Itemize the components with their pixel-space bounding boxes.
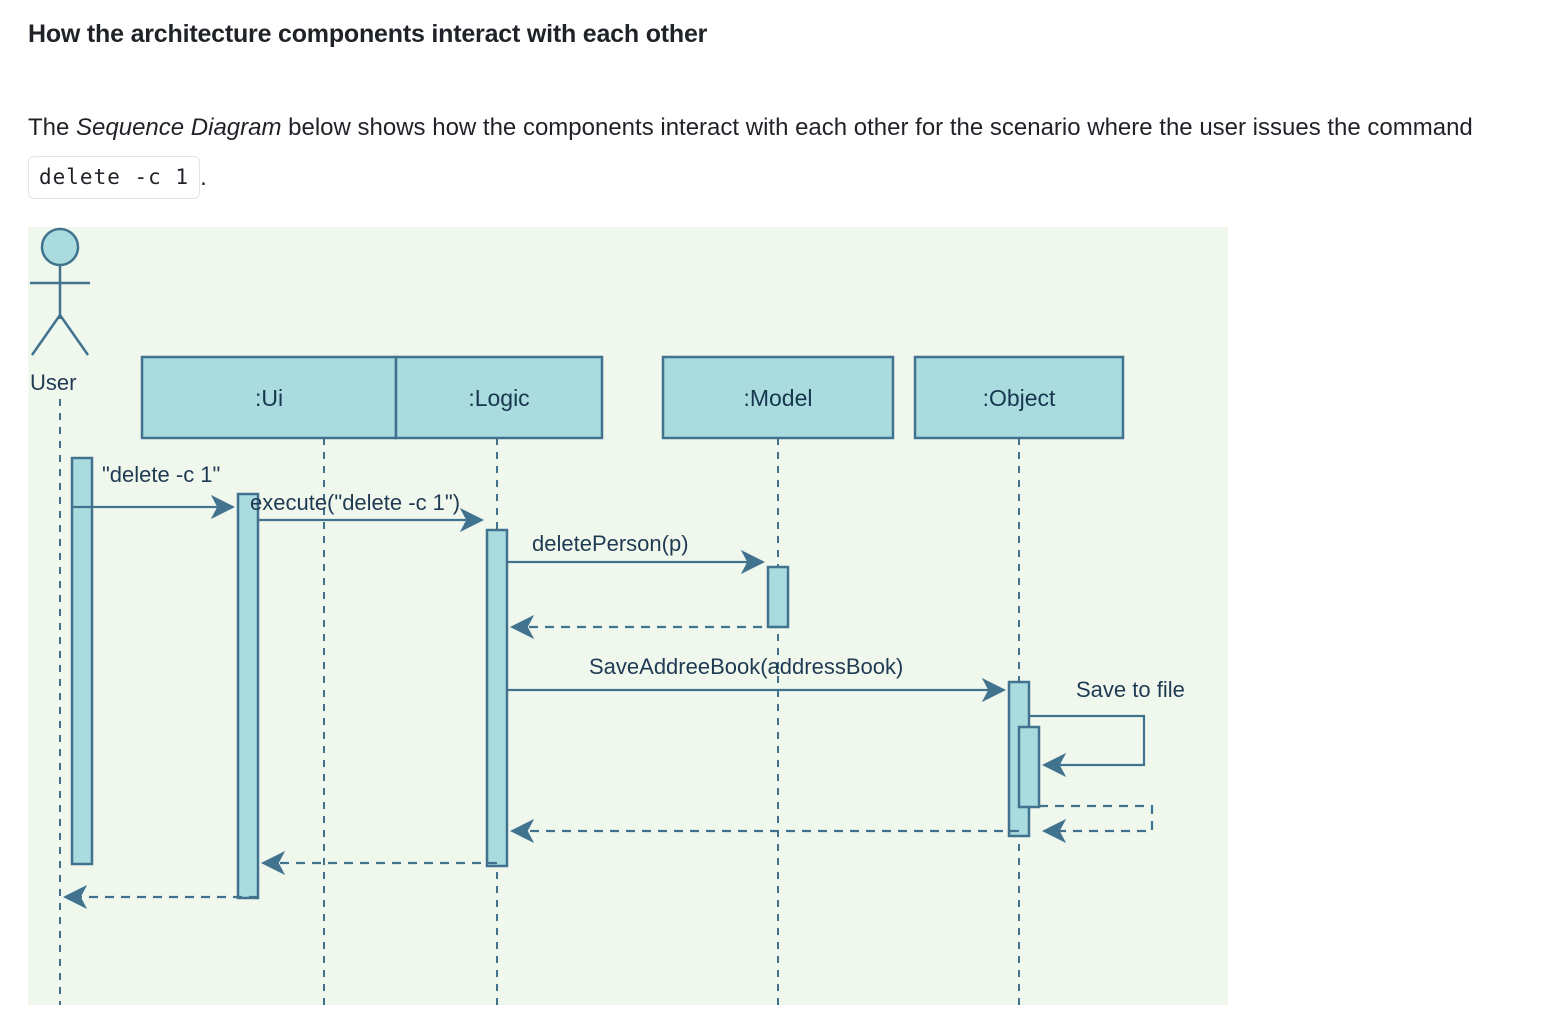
participant-label-ui: :Ui bbox=[255, 385, 283, 411]
participant-box-logic[interactable] bbox=[394, 355, 604, 440]
participant-label-object: :Object bbox=[983, 385, 1056, 411]
actor-left-leg-icon bbox=[30, 314, 62, 356]
message-label-object-self-save-to-file: Save to file bbox=[1076, 677, 1185, 702]
intro-text-part2: below shows how the components interact … bbox=[281, 114, 1473, 141]
activation-bar-user bbox=[70, 456, 94, 866]
participant-box-model[interactable] bbox=[661, 355, 895, 440]
actor-right-leg-icon bbox=[58, 314, 90, 356]
actor-head-icon bbox=[40, 227, 80, 267]
intro-emphasis: Sequence Diagram bbox=[76, 114, 282, 141]
activation-bar-logic bbox=[485, 528, 509, 868]
participant-box-ui[interactable] bbox=[140, 355, 398, 440]
activation-bar-ui bbox=[236, 492, 260, 900]
participant-model[interactable]: :Model bbox=[661, 355, 895, 1005]
message-object-self-save-to-file: Save to file bbox=[1029, 677, 1185, 778]
intro-paragraph: The Sequence Diagram below shows how the… bbox=[28, 103, 1538, 203]
message-object-self-return bbox=[1039, 804, 1154, 844]
inline-code-command: delete -c 1 bbox=[28, 156, 201, 199]
participant-ui[interactable]: :Ui bbox=[140, 355, 398, 1005]
message-logic-to-object-save: SaveAddreeBook(addressBook) bbox=[507, 654, 1007, 703]
message-label-logic-to-object-save: SaveAddreeBook(addressBook) bbox=[589, 654, 903, 679]
participant-label-model: :Model bbox=[743, 385, 812, 411]
message-logic-to-model-deleteperson: deletePerson(p) bbox=[507, 531, 766, 575]
message-label-ui-to-logic-execute: execute("delete -c 1") bbox=[250, 490, 460, 515]
sequence-diagram-container: User :Ui :Logic :Model :Object bbox=[28, 227, 1228, 1005]
actor-label: User bbox=[30, 370, 76, 395]
actor-user: User bbox=[30, 227, 90, 1005]
message-label-user-to-ui-delete: "delete -c 1" bbox=[102, 462, 220, 487]
message-user-to-ui-delete: "delete -c 1" bbox=[72, 462, 236, 520]
activation-bar-model bbox=[766, 565, 790, 629]
participant-object[interactable]: :Object bbox=[913, 355, 1125, 1005]
page-title: How the architecture components interact… bbox=[28, 20, 708, 48]
participant-label-logic: :Logic bbox=[468, 385, 529, 411]
message-arrow-object-self-save-to-file bbox=[1029, 714, 1146, 778]
sequence-diagram: User :Ui :Logic :Model :Object bbox=[30, 227, 1185, 1005]
message-arrow-object-self-return bbox=[1039, 804, 1154, 844]
message-label-logic-to-model-deleteperson: deletePerson(p) bbox=[532, 531, 689, 556]
participant-box-object[interactable] bbox=[913, 355, 1125, 440]
activation-bar-object-nested bbox=[1017, 725, 1041, 809]
intro-text-part3: . bbox=[200, 164, 207, 191]
message-ui-to-logic-execute: execute("delete -c 1") bbox=[250, 490, 485, 533]
intro-text-part1: The bbox=[28, 114, 77, 141]
